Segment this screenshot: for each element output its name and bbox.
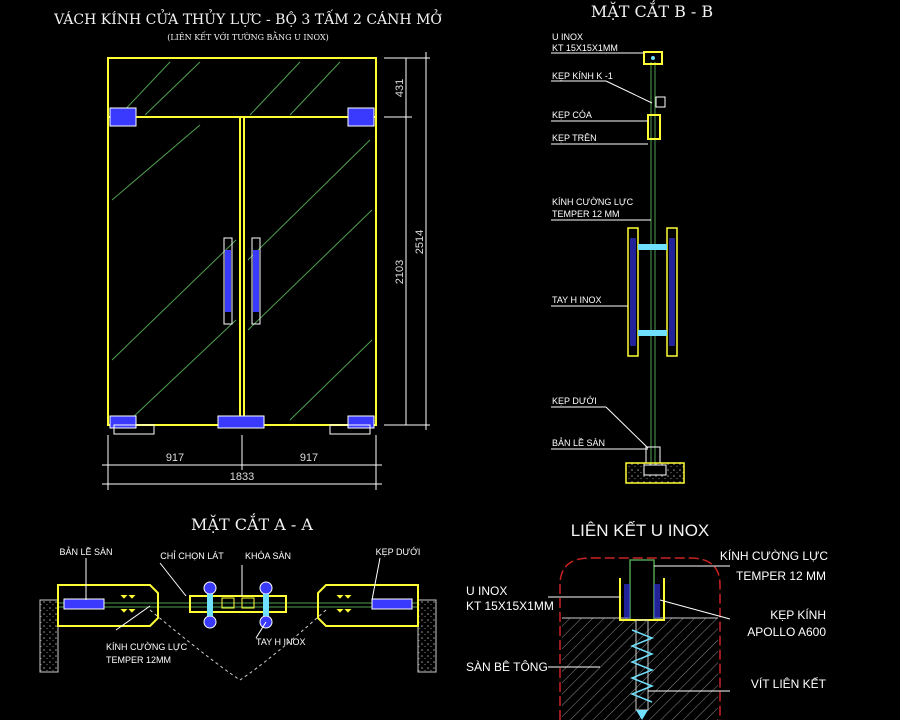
detail-callout-border <box>559 557 721 720</box>
glass-hatch <box>111 61 373 421</box>
pull-handle-left <box>223 237 233 325</box>
section-aa-title: MẶT CẮT A - A <box>191 512 313 534</box>
detail-u-title: LIÊN KẾT U INOX <box>571 521 710 540</box>
aa-label-tay-h: TAY H INOX <box>256 637 306 647</box>
bb-label-kinh: KÍNH CƯỜNG LỰC <box>552 197 634 207</box>
section-bb-title: MẶT CẮT B - B <box>591 0 713 21</box>
aa-leaders <box>85 557 381 639</box>
elevation-title: VÁCH KÍNH CỬA THỦY LỰC - BỘ 3 TẤM 2 CÁNH… <box>53 8 442 28</box>
dim-top-text: 431 <box>394 79 406 97</box>
h-handle-section <box>627 227 678 357</box>
detail-leaders <box>548 565 731 692</box>
elevation-drawing: VÁCH KÍNH CỬA THỦY LỰC - BỘ 3 TẤM 2 CÁNH… <box>53 8 442 490</box>
svg-text:⏷⏷: ⏷⏷ <box>336 606 352 617</box>
detail-u-drawing: LIÊN KẾT U INOX KÍNH CƯỜNG LỰC TEMPER 12… <box>466 521 828 720</box>
dim-door-text: 2103 <box>394 260 406 284</box>
floor-plate-right <box>329 424 371 435</box>
top-right-patch-fitting <box>347 107 375 127</box>
bottom-clamp <box>645 446 661 464</box>
horizontal-dimensions <box>102 435 382 490</box>
top-u-channel <box>643 51 663 65</box>
vertical-dimensions <box>384 52 430 430</box>
elevation-subtitle: (LIÊN KẾT VỚI TƯỜNG BẰNG U INOX) <box>167 32 329 42</box>
top-left-patch-fitting <box>109 107 137 127</box>
bb-label-tay-h: TAY H INOX <box>552 295 602 305</box>
dim-total-text: 2514 <box>414 230 426 254</box>
floor-hinge-right <box>317 584 419 627</box>
detail-label-kep-kinh: KẸP KÍNH <box>770 607 826 622</box>
section-aa-drawing: MẶT CẮT A - A ⏷⏷ ⏷⏷ ⏷⏷ ⏷⏷ <box>39 512 437 681</box>
dim-right-text: 917 <box>300 452 318 464</box>
detail-glass <box>629 559 655 621</box>
dim-left-text: 917 <box>166 452 184 464</box>
detail-label-san: SÀN BÊ TÔNG <box>466 659 548 674</box>
svg-text:⏷⏷: ⏷⏷ <box>120 606 136 617</box>
floor-plate-left <box>113 424 155 435</box>
aa-label-chi-chon: CHỈ CHỌN LÁT <box>160 550 224 561</box>
pull-handle-right <box>251 237 261 325</box>
bb-label-temper: TEMPER 12 MM <box>552 209 620 219</box>
wall-left <box>39 599 59 673</box>
bb-leaders <box>551 52 653 450</box>
aa-label-khoa-san: KHÓA SÀN <box>245 551 291 561</box>
detail-label-temper: TEMPER 12 MM <box>736 569 826 583</box>
aa-label-temper: TEMPER 12MM <box>106 655 171 665</box>
floor-hinge-left <box>57 584 159 627</box>
bottom-center-patch-fitting <box>217 415 265 429</box>
detail-label-apollo: APOLLO A600 <box>747 625 826 639</box>
aa-label-kep-duoi: KẸP DƯỚI <box>376 547 421 557</box>
frame-outline <box>107 57 377 426</box>
bb-label-u-inox: U INOX <box>552 32 583 42</box>
bb-label-kep-coa: KẸP CÓA <box>552 110 592 120</box>
dim-width-text: 1833 <box>230 471 254 483</box>
top-patch-clamp <box>647 114 661 140</box>
bb-label-kep-tren: KẸP TRÊN <box>552 133 597 143</box>
bb-label-kt: KT 15X15X1MM <box>552 43 618 53</box>
detail-label-kinh: KÍNH CƯỜNG LỰC <box>720 548 828 563</box>
aa-label-kinh: KÍNH CƯỜNG LỰC <box>106 642 188 652</box>
detail-label-u-inox: U INOX <box>466 584 507 598</box>
detail-label-kt: KT 15X15X1MM <box>466 599 554 613</box>
center-floor-lock <box>189 595 287 613</box>
wall-right <box>417 599 437 673</box>
clamp-k1 <box>655 96 666 108</box>
aa-label-ban-le: BẢN LỀ SÀN <box>59 546 112 557</box>
bb-label-ban-le: BẢN LỀ SÀN <box>552 437 605 448</box>
detail-label-vit: VÍT LIÊN KẾT <box>751 676 827 691</box>
section-bb-drawing: MẶT CẮT B - B <box>551 0 713 484</box>
bb-label-kep-kinh: KẸP KÍNH K -1 <box>552 71 613 81</box>
bb-label-kep-duoi: KẸP DƯỚI <box>552 396 597 406</box>
detail-screw <box>629 619 655 720</box>
concrete-floor <box>562 618 718 720</box>
svg-text:⏷⏷: ⏷⏷ <box>336 592 352 603</box>
svg-text:⏷⏷: ⏷⏷ <box>120 592 136 603</box>
